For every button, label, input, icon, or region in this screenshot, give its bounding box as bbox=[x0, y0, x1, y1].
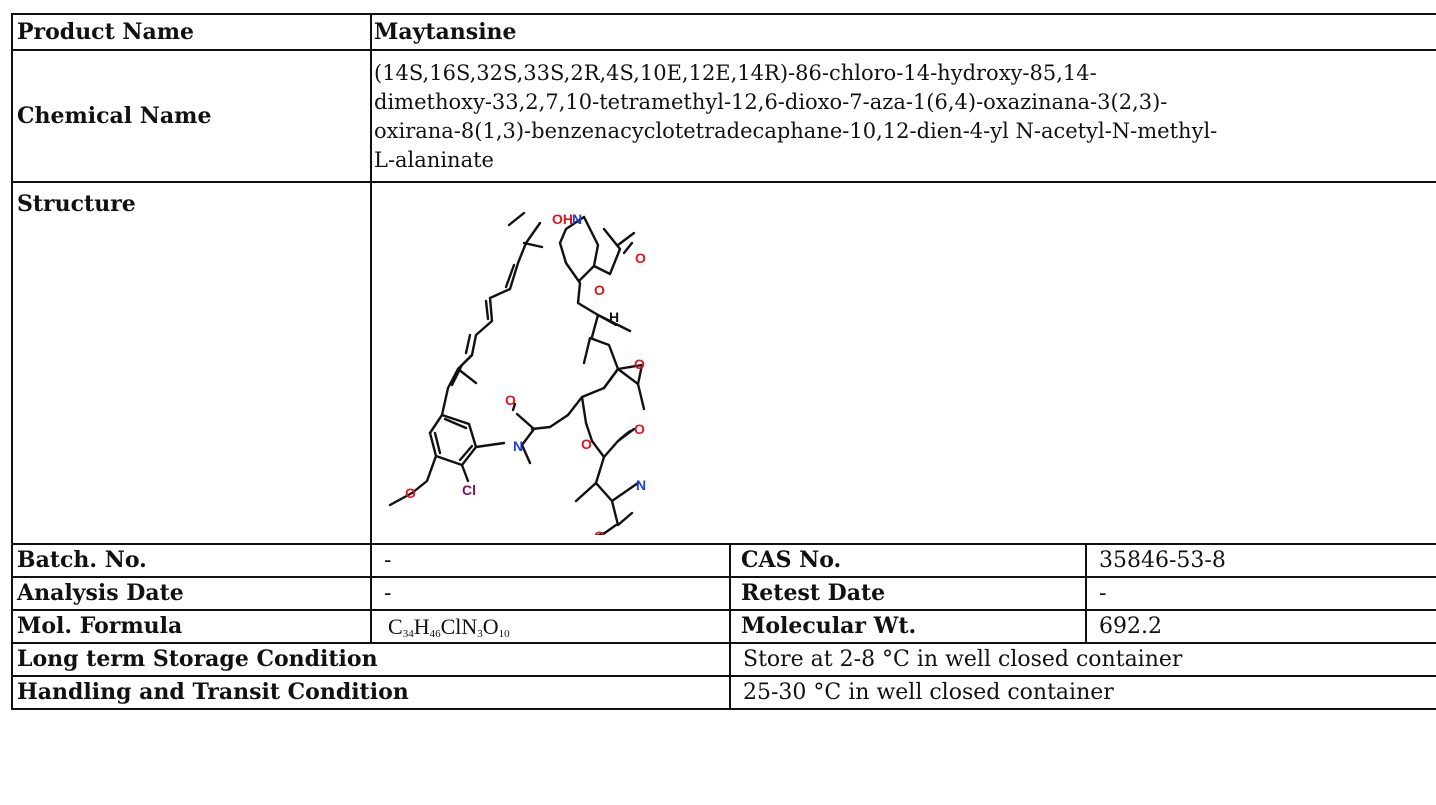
product-info-table: Product Name Maytansine Chemical Name (1… bbox=[11, 13, 1436, 710]
cas-label: CAS No. bbox=[729, 543, 1087, 578]
analysis-date-value: - bbox=[370, 576, 731, 611]
atom-o-ester-carbonyl-label: O bbox=[634, 421, 645, 437]
atom-n-amide-label: N bbox=[513, 438, 523, 454]
handling-value: 25-30 °C in well closed container bbox=[728, 675, 1436, 710]
molecular-weight-value: 692.2 bbox=[1084, 609, 1436, 644]
chemical-name-line-4: L-alaninate bbox=[374, 148, 494, 172]
atom-oh-label: OH bbox=[552, 211, 573, 227]
storage-label: Long term Storage Condition bbox=[11, 642, 731, 677]
chemical-name-label: Chemical Name bbox=[11, 49, 372, 183]
formula-row: Mol. Formula C34H46ClN3O10 Molecular Wt.… bbox=[11, 609, 1436, 644]
handling-row: Handling and Transit Condition 25-30 °C … bbox=[11, 675, 1436, 710]
coa-sheet: Product Name Maytansine Chemical Name (1… bbox=[11, 13, 1436, 710]
product-name-label: Product Name bbox=[11, 13, 372, 51]
batch-value: - bbox=[370, 543, 731, 578]
atom-cl-label: Cl bbox=[462, 482, 476, 498]
formula-c: C bbox=[388, 614, 403, 639]
chemical-name-line-2: dimethoxy-33,2,7,10-tetramethyl-12,6-dio… bbox=[374, 90, 1168, 114]
atom-n-methyl-label: N bbox=[636, 477, 646, 493]
formula-h: H bbox=[413, 614, 430, 639]
batch-label: Batch. No. bbox=[11, 543, 372, 578]
molecular-weight-label: Molecular Wt. bbox=[729, 609, 1087, 644]
chemical-name-line-3: oxirana-8(1,3)-benzenacyclotetradecaphan… bbox=[374, 119, 1218, 143]
mol-formula-value: C34H46ClN3O10 bbox=[370, 609, 731, 644]
chemical-name-row: Chemical Name (14S,16S,32S,33S,2R,4S,10E… bbox=[11, 49, 1436, 183]
atom-o-amide-label: O bbox=[505, 392, 516, 408]
formula-c-count: 34 bbox=[402, 628, 414, 640]
atom-o-acetyl-label: O bbox=[594, 528, 605, 535]
atom-o-methoxy-label: O bbox=[405, 485, 416, 501]
atom-h-label: H bbox=[609, 309, 619, 325]
chemical-name-line-1: (14S,16S,32S,33S,2R,4S,10E,12E,14R)-86-c… bbox=[374, 61, 1097, 85]
product-name-row: Product Name Maytansine bbox=[11, 13, 1436, 51]
atom-o-ring-label: O bbox=[594, 282, 605, 298]
handling-label: Handling and Transit Condition bbox=[11, 675, 731, 710]
formula-h-count: 46 bbox=[429, 628, 441, 640]
chemical-name-value: (14S,16S,32S,33S,2R,4S,10E,12E,14R)-86-c… bbox=[369, 49, 1436, 183]
retest-date-label: Retest Date bbox=[729, 576, 1087, 611]
formula-o: O bbox=[482, 614, 499, 639]
atom-o-ester-label: O bbox=[581, 436, 592, 452]
formula-cln: ClN bbox=[440, 614, 478, 639]
analysis-date-label: Analysis Date bbox=[11, 576, 372, 611]
maytansine-structure-image: OH N O O H O O N O Cl O O N O bbox=[388, 211, 646, 535]
retest-date-value: - bbox=[1084, 576, 1436, 611]
structure-cell: OH N O O H O O N O Cl O O N O bbox=[369, 181, 1436, 545]
storage-value: Store at 2-8 °C in well closed container bbox=[728, 642, 1436, 677]
product-name-value: Maytansine bbox=[369, 13, 1436, 51]
atom-o-epoxide-label: O bbox=[634, 356, 645, 372]
batch-row: Batch. No. - CAS No. 35846-53-8 bbox=[11, 543, 1436, 578]
cas-value: 35846-53-8 bbox=[1084, 543, 1436, 578]
structure-row: Structure bbox=[11, 181, 1436, 545]
analysis-row: Analysis Date - Retest Date - bbox=[11, 576, 1436, 611]
atom-o-carbonyl-label: O bbox=[635, 250, 646, 266]
mol-formula-label: Mol. Formula bbox=[11, 609, 372, 644]
atom-n-top-label: N bbox=[572, 211, 582, 227]
storage-row: Long term Storage Condition Store at 2-8… bbox=[11, 642, 1436, 677]
structure-label: Structure bbox=[11, 181, 372, 545]
formula-n-count: 3 bbox=[477, 628, 483, 640]
formula-o-count: 10 bbox=[498, 628, 510, 640]
